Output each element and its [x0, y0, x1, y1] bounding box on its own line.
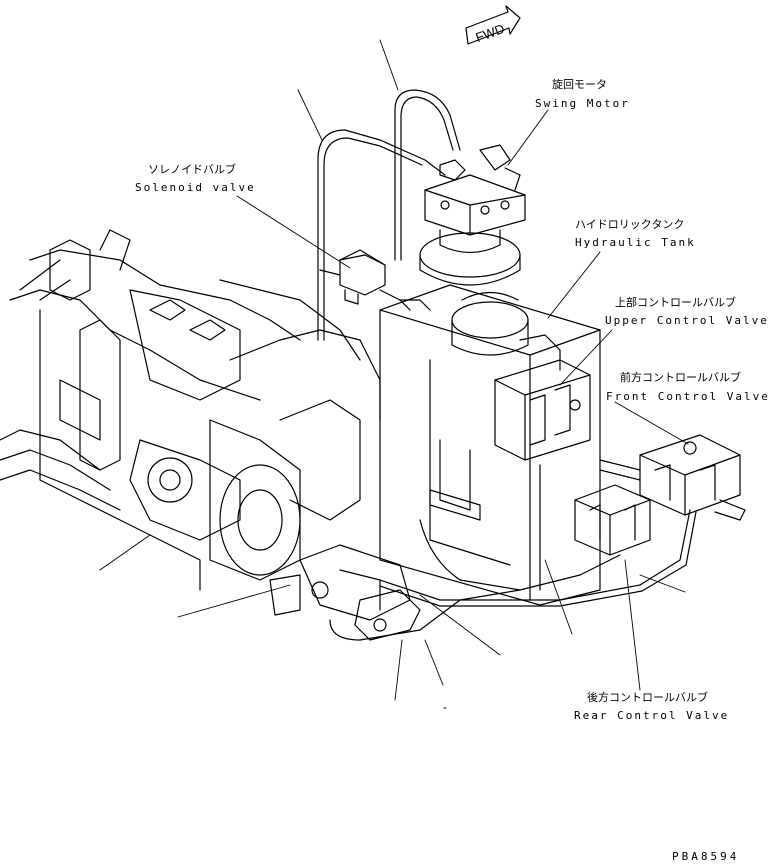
fwd-arrow: FWD [465, 5, 521, 45]
solenoid-valve [319, 249, 411, 311]
rear-control-valve-label-en: Rear Control Valve [574, 709, 730, 722]
front-control-valve-label-jp: 前方コントロールバルブ [620, 371, 741, 384]
swing-motor-label-en: Swing Motor [535, 97, 630, 110]
swing-motor [419, 144, 526, 286]
upper-control-valve [494, 334, 591, 461]
hoses-upper [317, 89, 461, 341]
solenoid-valve-label-jp: ソレノイドバルブ [148, 163, 236, 176]
swing-motor-label-jp: 旋回モータ [552, 78, 607, 91]
upper-control-valve-label-en: Upper Control Valve [605, 314, 768, 327]
solenoid-valve-label-en: Solenoid valve [135, 181, 256, 194]
front-control-valve [639, 434, 746, 521]
hydraulic-tank [379, 284, 601, 606]
front-control-valve-label-en: Front Control Valve [606, 390, 768, 403]
hydraulic-tank-label-jp: ハイドロリックタンク [575, 218, 685, 231]
engine-assembly [0, 229, 381, 591]
rear-control-valve-label-jp: 後方コントロールバルブ [587, 691, 708, 704]
rear-control-valve [574, 484, 651, 556]
leader-lines [99, 39, 689, 709]
upper-control-valve-label-jp: 上部コントロールバルブ [615, 296, 736, 309]
hydraulic-tank-label-en: Hydraulic Tank [575, 236, 696, 249]
lower-valve-group [269, 544, 421, 641]
document-code: PBA8594 [672, 850, 740, 863]
